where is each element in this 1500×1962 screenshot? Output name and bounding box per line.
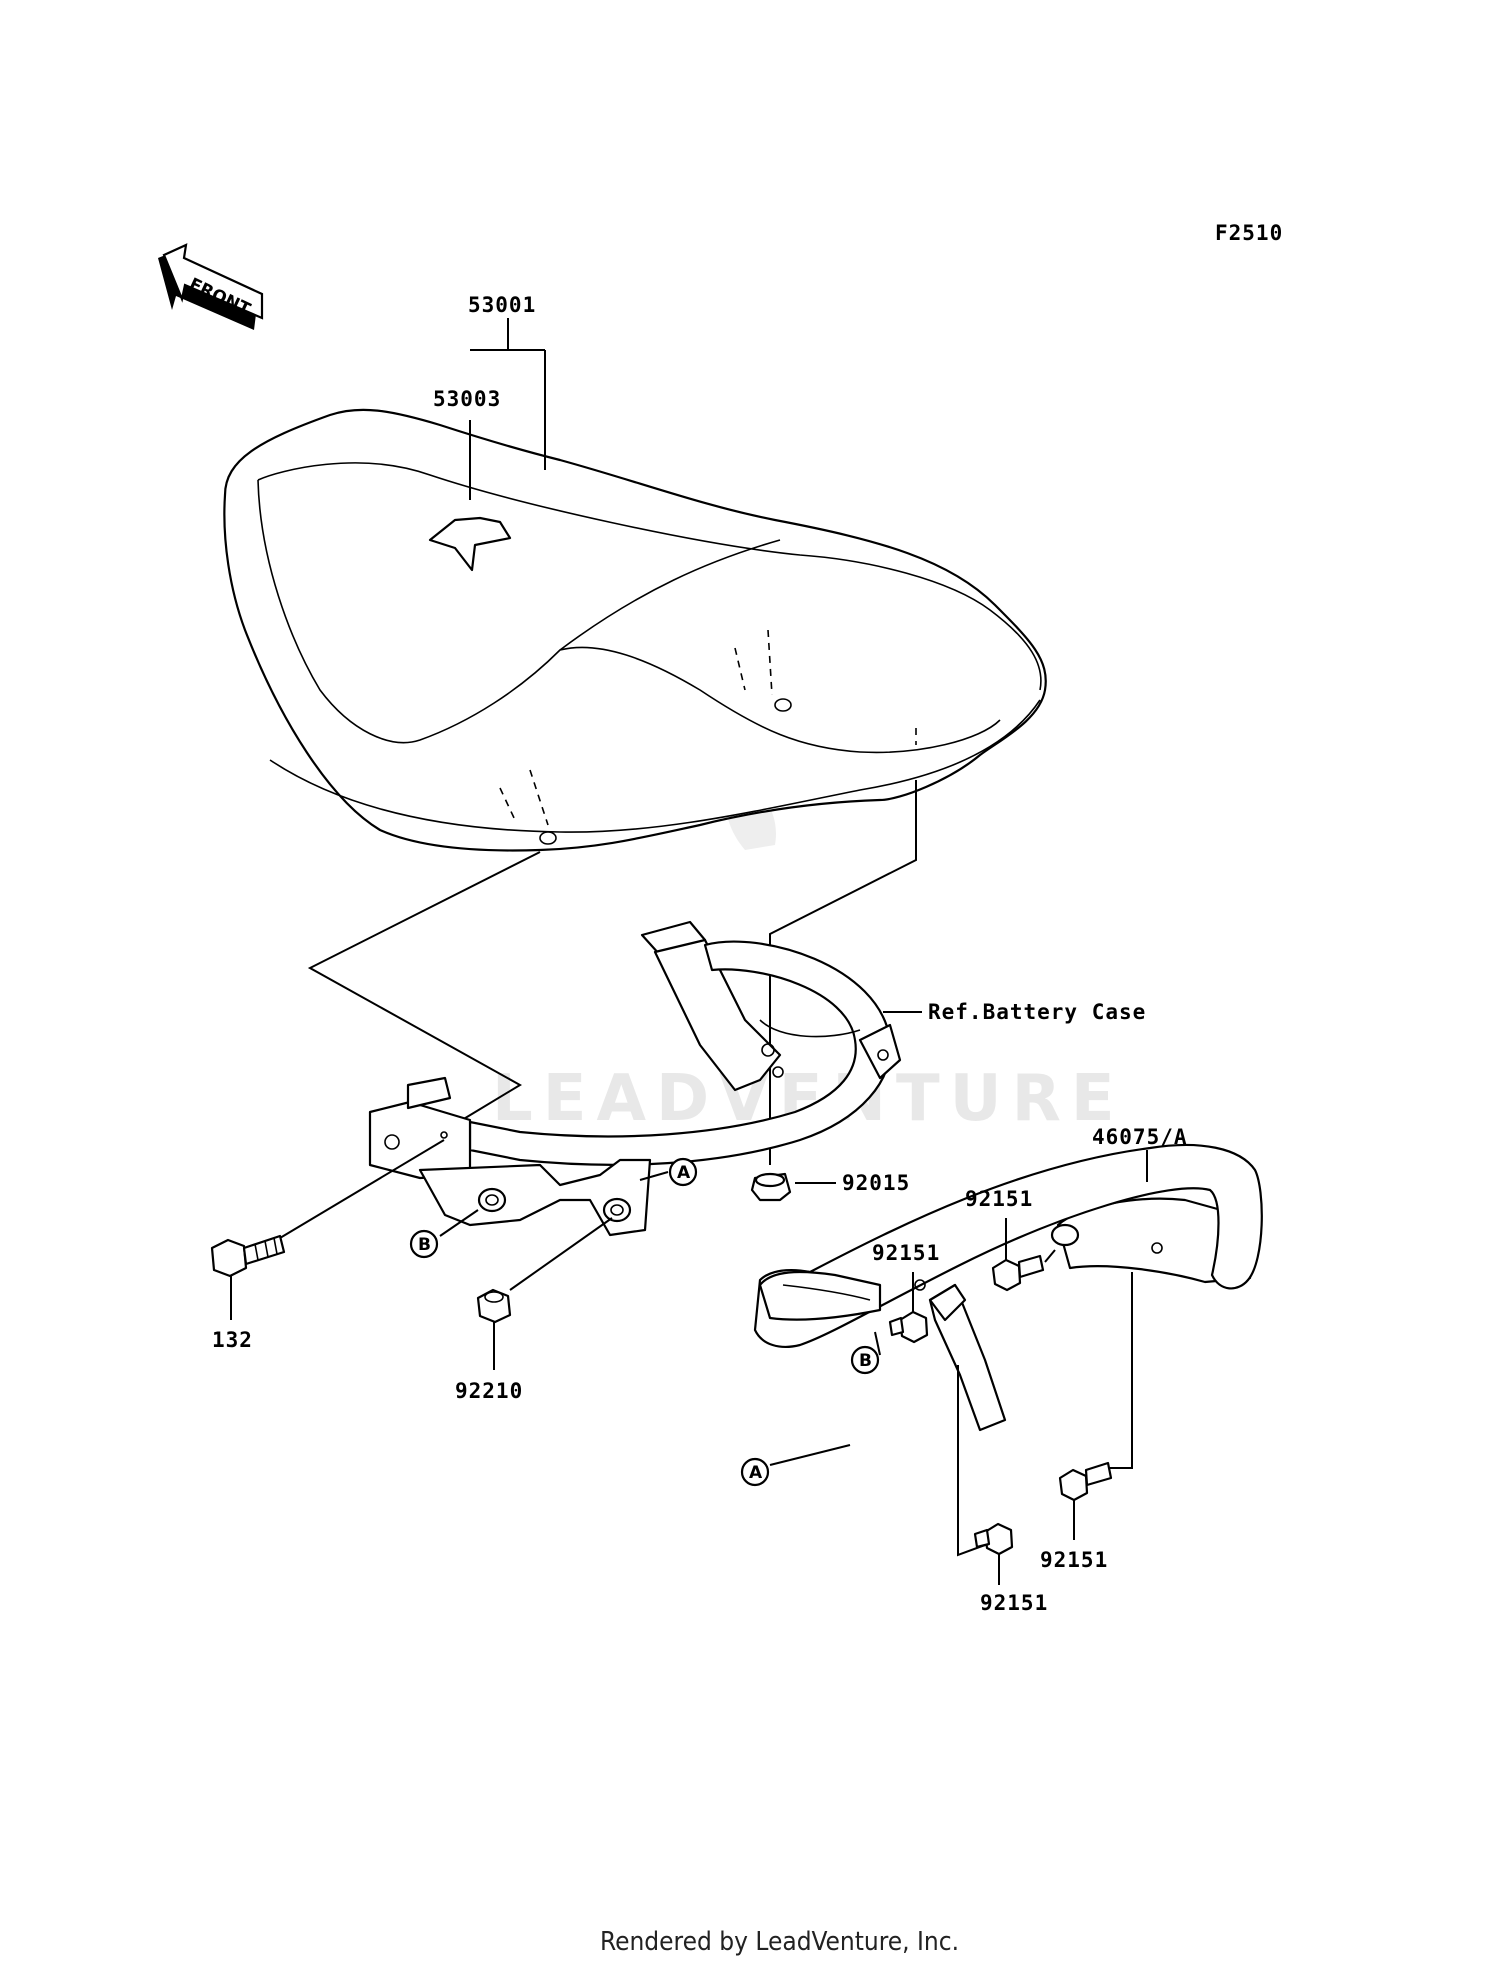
label-ref-battery-case: Ref.Battery Case — [928, 1000, 1146, 1024]
callout-circle-a-bracket — [668, 1157, 698, 1187]
bolt-132 — [210, 1139, 445, 1320]
label-92151-d: 92151 — [980, 1591, 1048, 1615]
bolt-92151-b — [888, 1272, 929, 1344]
callout-a-bracket: A — [677, 1163, 691, 1183]
leader-53001 — [469, 318, 546, 500]
grab-rail — [753, 1143, 1263, 1432]
seat — [223, 408, 1047, 852]
bolt-92151-a — [991, 1218, 1056, 1292]
label-53003: 53003 — [433, 387, 501, 411]
label-92151-c: 92151 — [1040, 1548, 1108, 1572]
callout-b-rail: B — [859, 1351, 872, 1371]
footer-credit: Rendered by LeadVenture, Inc. — [600, 1927, 959, 1957]
bolt-92151-c — [1058, 1272, 1133, 1540]
callout-circle-b-rail — [850, 1345, 880, 1375]
battery-case-bracket — [368, 920, 902, 1237]
front-direction-arrow-icon: FRONT — [158, 243, 264, 330]
label-92151-a: 92151 — [965, 1187, 1033, 1211]
label-132: 132 — [212, 1328, 253, 1352]
diagram-code: F2510 — [1215, 221, 1283, 245]
label-53001: 53001 — [468, 293, 536, 317]
nut-92210 — [476, 1217, 613, 1370]
label-46075A: 46075/A — [1092, 1125, 1188, 1149]
label-92015: 92015 — [842, 1171, 910, 1195]
callout-circle-b-bracket — [409, 1229, 439, 1259]
label-92210: 92210 — [455, 1379, 523, 1403]
bolt-92151-d — [957, 1365, 1014, 1585]
nut-92015 — [750, 1172, 836, 1202]
label-92151-b: 92151 — [872, 1241, 940, 1265]
callout-circle-a-rail — [740, 1457, 770, 1487]
callout-a-rail: A — [749, 1463, 763, 1483]
callout-b-bracket: B — [418, 1235, 431, 1255]
